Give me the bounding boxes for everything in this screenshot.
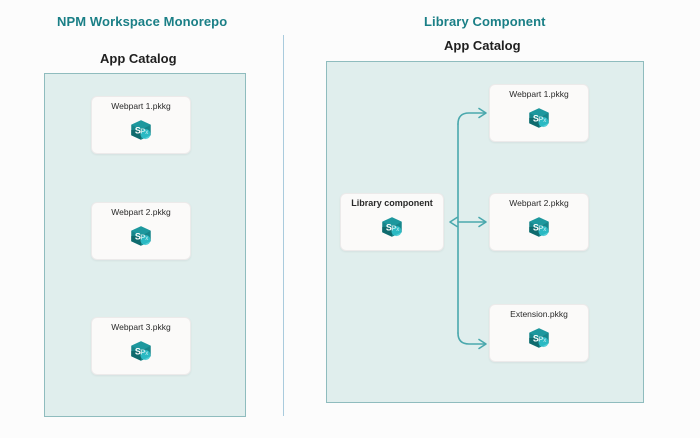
package-card-webpart-2-left[interactable]: Webpart 2.pkkg S P x	[91, 202, 191, 260]
package-card-label: Webpart 2.pkkg	[509, 198, 569, 209]
svg-text:P: P	[140, 347, 145, 356]
package-card-label: Webpart 3.pkkg	[111, 322, 171, 333]
left-section-title: NPM Workspace Monorepo	[57, 14, 228, 29]
package-card-webpart-2-right[interactable]: Webpart 2.pkkg S P x	[489, 193, 589, 251]
library-component-card[interactable]: Library component S P x	[340, 193, 444, 251]
svg-text:x: x	[543, 337, 546, 344]
svg-text:x: x	[145, 129, 148, 136]
spfx-icon: S P x	[526, 325, 552, 356]
svg-text:P: P	[538, 223, 543, 232]
svg-text:S: S	[135, 125, 141, 135]
package-card-label: Webpart 1.pkkg	[509, 89, 569, 100]
svg-text:P: P	[140, 232, 145, 241]
svg-text:P: P	[538, 114, 543, 123]
package-card-extension-right[interactable]: Extension.pkkg S P x	[489, 304, 589, 362]
svg-text:x: x	[543, 117, 546, 124]
svg-text:S: S	[135, 346, 141, 356]
svg-text:P: P	[140, 126, 145, 135]
package-card-webpart-1-left[interactable]: Webpart 1.pkkg S P x	[91, 96, 191, 154]
vertical-divider	[283, 35, 284, 416]
svg-text:S: S	[135, 231, 141, 241]
svg-text:x: x	[145, 235, 148, 242]
package-card-webpart-3-left[interactable]: Webpart 3.pkkg S P x	[91, 317, 191, 375]
spfx-icon: S P x	[128, 338, 154, 369]
spfx-icon: S P x	[526, 105, 552, 136]
spfx-icon: S P x	[128, 117, 154, 148]
right-section-title: Library Component	[424, 14, 546, 29]
library-component-label: Library component	[351, 198, 433, 209]
package-card-label: Webpart 1.pkkg	[111, 101, 171, 112]
svg-text:P: P	[538, 334, 543, 343]
svg-text:x: x	[145, 350, 148, 357]
svg-text:S: S	[533, 113, 539, 123]
spfx-icon: S P x	[379, 214, 405, 245]
svg-text:x: x	[543, 226, 546, 233]
spfx-icon: S P x	[526, 214, 552, 245]
svg-text:S: S	[533, 333, 539, 343]
spfx-icon: S P x	[128, 223, 154, 254]
svg-text:P: P	[391, 224, 396, 233]
right-catalog-title: App Catalog	[444, 38, 521, 53]
svg-text:S: S	[533, 222, 539, 232]
svg-text:S: S	[386, 223, 392, 233]
package-card-label: Extension.pkkg	[510, 309, 568, 320]
package-card-webpart-1-right[interactable]: Webpart 1.pkkg S P x	[489, 84, 589, 142]
package-card-label: Webpart 2.pkkg	[111, 207, 171, 218]
left-catalog-title: App Catalog	[100, 51, 177, 66]
svg-text:x: x	[396, 226, 399, 233]
